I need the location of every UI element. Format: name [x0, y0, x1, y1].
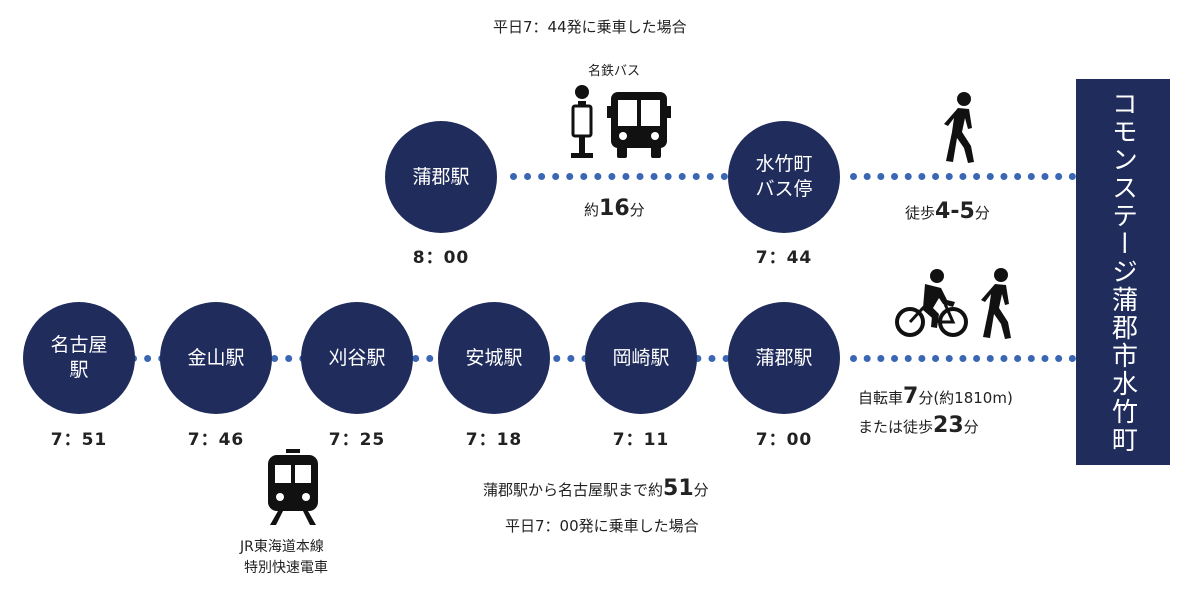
- station-time: 7：18: [465, 430, 523, 450]
- walk-prefix: または徒歩: [858, 418, 934, 436]
- station-time: 7：44: [755, 248, 813, 268]
- bike-route-line: [850, 355, 1076, 362]
- walking-person-icon: [938, 92, 982, 164]
- walk-unit: 分: [974, 204, 990, 222]
- summary-unit: 分: [693, 481, 709, 499]
- bicycle-icon: [895, 268, 969, 340]
- station-time: 8：00: [412, 248, 470, 268]
- station-anjo: 安城駅: [438, 302, 550, 414]
- destination-label: コモンステージ蒲郡市水竹町: [1107, 90, 1138, 454]
- walk-duration-bottom: または徒歩23分: [858, 413, 979, 438]
- bike-prefix: 自転車: [858, 389, 904, 407]
- bike-duration: 自転車7分(約1810m): [858, 384, 1013, 409]
- station-mizutakecho-bus-stop: 水竹町 バス停: [728, 121, 840, 233]
- bus-route-line: [510, 173, 728, 180]
- bus-ride-duration: 約16分: [584, 196, 645, 221]
- ride-unit: 分: [629, 201, 645, 219]
- bus-icon: [607, 90, 671, 160]
- station-kariya: 刈谷駅: [301, 302, 413, 414]
- train-icon: [264, 449, 322, 527]
- station-kanayama: 金山駅: [160, 302, 272, 414]
- walk-value: 23: [933, 413, 964, 438]
- station-gamagori-bus: 蒲郡駅: [385, 121, 497, 233]
- station-nagoya: 名古屋 駅: [23, 302, 135, 414]
- walk-unit: 分: [963, 418, 979, 436]
- train-service-name: 特別快速電車: [244, 560, 328, 576]
- train-summary: 蒲郡駅から名古屋駅まで約51分: [483, 476, 709, 501]
- walk-value: 4-5: [935, 199, 975, 224]
- bike-suffix: 分(約1810m): [918, 389, 1013, 407]
- walk-prefix: 徒歩: [905, 204, 936, 222]
- station-gamagori-train: 蒲郡駅: [728, 302, 840, 414]
- station-time: 7：00: [755, 430, 813, 450]
- walking-person-icon: [975, 268, 1019, 340]
- station-okazaki: 岡崎駅: [585, 302, 697, 414]
- train-route-footer: 平日7：00発に乗車した場合: [505, 517, 699, 535]
- bus-stop-icon: [569, 84, 595, 160]
- summary-prefix: 蒲郡駅から名古屋駅まで約: [483, 481, 664, 499]
- station-time: 7：11: [612, 430, 670, 450]
- ride-prefix: 約: [584, 201, 600, 219]
- bike-value: 7: [903, 384, 919, 409]
- summary-value: 51: [663, 476, 694, 501]
- destination-box: コモンステージ蒲郡市水竹町: [1076, 79, 1170, 465]
- station-time: 7：46: [187, 430, 245, 450]
- walk-duration-top: 徒歩4-5分: [905, 199, 990, 224]
- bus-operator-label: 名鉄バス: [588, 64, 641, 79]
- station-time: 7：25: [328, 430, 386, 450]
- bus-route-header: 平日7：44発に乗車した場合: [493, 18, 687, 36]
- walk-route-line: [850, 173, 1076, 180]
- ride-value: 16: [599, 196, 630, 221]
- train-line-name: JR東海道本線: [240, 539, 324, 555]
- train-route-line: [130, 355, 730, 362]
- station-time: 7：51: [50, 430, 108, 450]
